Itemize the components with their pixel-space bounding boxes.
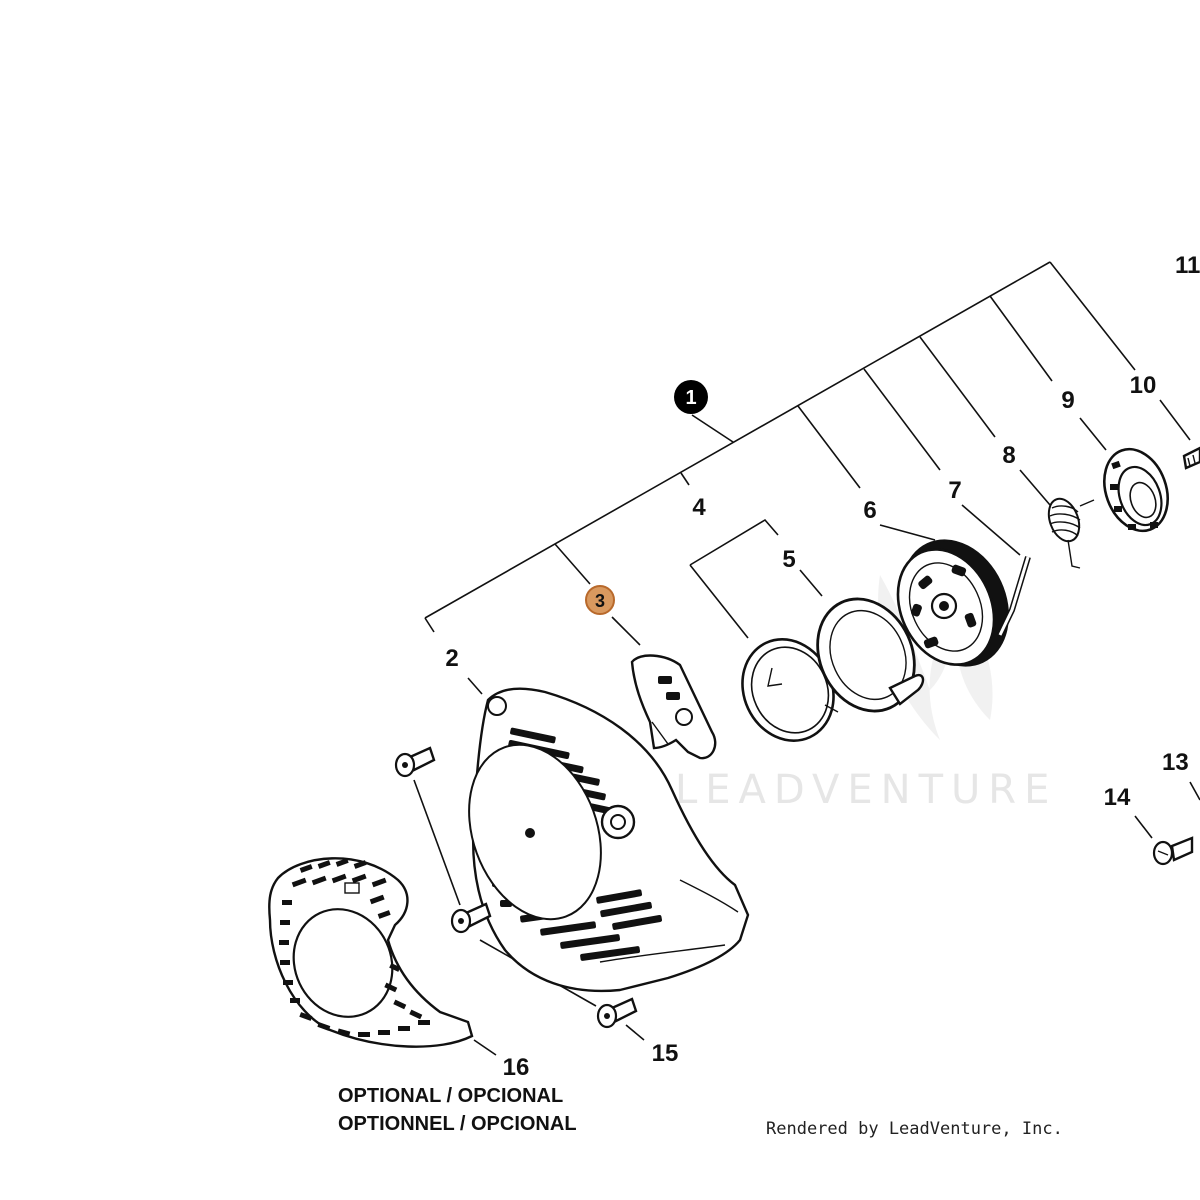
- callout-1-assembly[interactable]: 1: [674, 380, 708, 414]
- callout-6[interactable]: 6: [863, 497, 876, 524]
- part-15-screws: [394, 746, 638, 1029]
- callout-15[interactable]: 15: [652, 1040, 679, 1067]
- part-3-starter-handle: [630, 654, 717, 760]
- assembly-bracket-lines: [413, 261, 1200, 1056]
- highlight-marker-icon: [585, 585, 615, 615]
- callout-16[interactable]: 16: [503, 1054, 530, 1081]
- part-6-rope-pulley: [896, 539, 1009, 667]
- optional-note-line-2: OPTIONNEL / OPCIONAL: [338, 1113, 577, 1135]
- render-credit: Rendered by LeadVenture, Inc.: [766, 1119, 1063, 1139]
- watermark-text: LEADVENTURE: [675, 767, 1057, 813]
- callout-5[interactable]: 5: [782, 546, 795, 573]
- part-16-optional-guard: [268, 857, 474, 1048]
- part-4-recoil-spring: [741, 638, 839, 742]
- part-8-pawl-spring: [1047, 497, 1095, 569]
- callout-9[interactable]: 9: [1061, 387, 1074, 414]
- screw-a: [394, 746, 436, 778]
- callout-4[interactable]: 4: [692, 494, 706, 521]
- part-14-screw: [1152, 836, 1194, 866]
- part-2-starter-housing: [468, 687, 750, 993]
- callout-3-highlighted[interactable]: 3: [585, 585, 615, 615]
- callout-13[interactable]: 13: [1162, 749, 1189, 776]
- optional-note-line-1: OPTIONAL / OPCIONAL: [338, 1085, 563, 1107]
- callout-1-text: 1: [685, 387, 696, 409]
- part-5-spring-case: [816, 597, 925, 713]
- part-10-screw: [1182, 446, 1200, 470]
- screw-b: [450, 902, 492, 934]
- callout-11[interactable]: 11: [1175, 252, 1200, 279]
- callout-2[interactable]: 2: [445, 645, 458, 672]
- part-7-starter-rope: [997, 556, 1031, 637]
- callout-3-text: 3: [595, 591, 605, 611]
- assembly-marker-icon: [674, 380, 708, 414]
- callout-10[interactable]: 10: [1130, 372, 1157, 399]
- part-9-pawl-carrier: [1103, 447, 1169, 533]
- screw-c: [596, 997, 638, 1029]
- callout-7[interactable]: 7: [948, 477, 961, 504]
- callout-8[interactable]: 8: [1002, 442, 1015, 469]
- callout-14[interactable]: 14: [1104, 784, 1131, 811]
